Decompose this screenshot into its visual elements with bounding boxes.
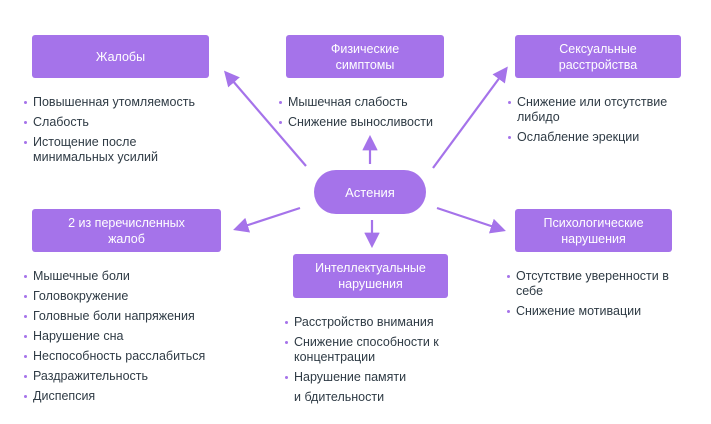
list-item: Снижение мотивации — [507, 304, 697, 319]
list-item: Снижение выносливости — [279, 115, 459, 130]
node-psych: Психологические нарушения — [515, 209, 672, 252]
list-item: Снижение способности к концентрации — [285, 335, 444, 365]
node-two-of-title: 2 из перечисленных жалоб — [68, 215, 185, 246]
arrow-to-sexual — [432, 66, 508, 169]
psych-list: Отсутствие уверенности в себе Снижение м… — [507, 269, 697, 324]
list-item: Повышенная утомляемость — [24, 95, 224, 110]
node-complaints-title: Жалобы — [95, 49, 146, 64]
arrow-to-complaints — [223, 70, 307, 167]
node-physical: Физические симптомы — [286, 35, 444, 78]
list-item: Расстройство внимания — [285, 315, 460, 330]
node-psych-title: Психологические нарушения — [543, 215, 644, 246]
list-item: Головокружение — [24, 289, 244, 304]
node-physical-title: Физические симптомы — [330, 41, 400, 72]
list-item: Слабость — [24, 115, 224, 130]
list-item: Нарушение сна — [24, 329, 244, 344]
list-item: Мышечные боли — [24, 269, 244, 284]
intellectual-list: Расстройство внимания Снижение способнос… — [285, 315, 460, 410]
physical-list: Мышечная слабость Снижение выносливости — [279, 95, 459, 135]
list-item: Истощение после минимальных усилий — [24, 135, 193, 165]
node-intellectual: Интеллектуальные нарушения — [293, 254, 448, 298]
center-node-astenia: Астения — [314, 170, 426, 214]
list-item: Мышечная слабость — [279, 95, 459, 110]
sexual-list: Снижение или отсутствие либидо Ослаблени… — [508, 95, 698, 150]
list-item: Отсутствие уверенности в себе — [507, 269, 686, 299]
complaints-list: Повышенная утомляемость Слабость Истощен… — [24, 95, 224, 170]
node-sexual: Сексуальные расстройства — [515, 35, 681, 78]
node-sexual-title: Сексуальные расстройства — [558, 41, 638, 72]
node-intellectual-title: Интеллектуальные нарушения — [315, 261, 426, 291]
arrow-to-two-of — [233, 206, 301, 233]
list-item: Раздражительность — [24, 369, 244, 384]
center-label: Астения — [345, 184, 395, 200]
list-item: Диспепсия — [24, 389, 244, 404]
arrow-to-psych — [436, 206, 506, 234]
node-complaints: Жалобы — [32, 35, 209, 78]
list-item: Нарушение памяти — [285, 370, 460, 385]
node-two-of: 2 из перечисленных жалоб — [32, 209, 221, 252]
list-item: Неспособность расслабиться — [24, 349, 244, 364]
two-of-list: Мышечные боли Головокружение Головные бо… — [24, 269, 244, 409]
list-item: Ослабление эрекции — [508, 130, 698, 145]
list-item: Головные боли напряжения — [24, 309, 244, 324]
list-item: Снижение или отсутствие либидо — [508, 95, 693, 125]
list-item-continuation: и бдительности — [294, 390, 385, 404]
